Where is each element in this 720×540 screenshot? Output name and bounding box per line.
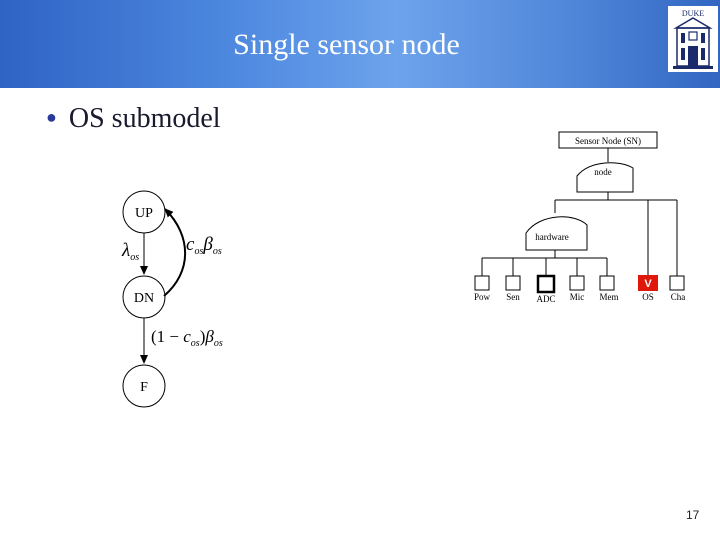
duke-logo: DUKE <box>668 6 718 72</box>
logo-text: DUKE <box>682 9 704 18</box>
leaf-box-sen <box>505 275 521 291</box>
leaf-label-pow: Pow <box>474 292 491 302</box>
bullet-text: OS submodel <box>68 103 221 134</box>
leaf-box-pow <box>474 275 490 291</box>
state-dn-label: DN <box>134 291 154 306</box>
fault-tree: Sensor Node (SN) node hardware V Pow Sen… <box>474 131 686 304</box>
leaf-box-mem <box>599 275 615 291</box>
leaf-label-os: OS <box>642 292 654 302</box>
state-f-label: F <box>140 380 148 395</box>
leaf-box-mic <box>569 275 585 291</box>
leaf-label-cha: Cha <box>671 292 686 302</box>
os-gate-label: V <box>644 278 652 290</box>
state-up-label: UP <box>135 206 153 221</box>
hardware-gate-label: hardware <box>535 232 568 242</box>
leaf-label-mem: Mem <box>600 292 619 302</box>
top-event-label: Sensor Node (SN) <box>575 136 641 146</box>
state-f <box>122 364 166 408</box>
title-banner <box>0 0 720 88</box>
leaf-box-cha <box>669 275 685 291</box>
bullet-dot-icon: ● <box>46 107 57 127</box>
slide-title: Single sensor node <box>233 28 460 61</box>
leaf-label-sen: Sen <box>506 292 520 302</box>
rate-recover-label: cosβos <box>186 234 222 257</box>
arrow-dn-to-up <box>163 208 186 297</box>
bullet-item: ● OS submodel <box>46 103 221 135</box>
rate-lambda-label: λos <box>121 240 139 263</box>
rate-fail-label: (1 − cos)βos <box>151 327 223 349</box>
node-gate-shape <box>576 162 634 193</box>
node-gate-label: node <box>594 167 612 177</box>
duke-chapel-icon: DUKE <box>668 6 718 72</box>
os-or-gate-marker <box>638 275 658 291</box>
markov-chain: UP DN F λos cosβos (1 − cos)βos <box>121 190 223 408</box>
hardware-gate-shape <box>525 216 588 251</box>
leaf-label-adc: ADC <box>536 294 555 304</box>
leaf-box-adc <box>536 274 556 294</box>
leaf-label-mic: Mic <box>570 292 585 302</box>
page-number: 17 <box>686 508 700 522</box>
